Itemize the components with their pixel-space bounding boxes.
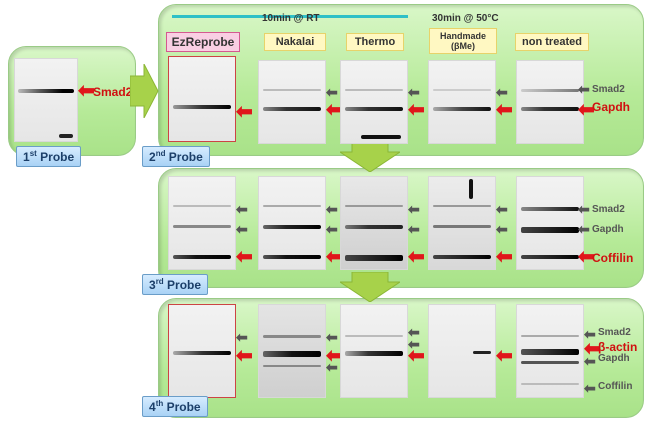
arrow-p4-hm: ⬅ <box>496 345 513 367</box>
label-bactin-probe4: β-actin <box>598 340 638 354</box>
reagent-handmade: Handmade (βMe) <box>429 28 497 54</box>
arrow-to-probe4 <box>340 272 400 302</box>
arrow-p4-nak: ⬅ <box>326 345 343 367</box>
arrow-p4-nt-smad: ⬅ <box>584 326 596 342</box>
probe-label-1: 1st Probe <box>16 146 82 167</box>
blot-probe3-handmade <box>428 176 496 270</box>
arrow-p4-ez-smad: ⬅ <box>236 329 248 345</box>
arrow-p3-nt-smad: ⬅ <box>578 201 590 217</box>
arrow-p3-th-gapdh: ⬅ <box>408 221 420 237</box>
arrow-p2-ez: ⬅ <box>236 101 253 123</box>
arrow-p2-th: ⬅ <box>408 99 425 121</box>
arrow-p4-th-2: ⬅ <box>408 336 420 352</box>
label-gapdh-probe2: Gapdh <box>592 100 630 114</box>
arrow-p3-th-smad: ⬅ <box>408 201 420 217</box>
arrow-p2-nt-smad: ⬅ <box>578 81 590 97</box>
probe-label-3: 3rd Probe <box>142 274 209 295</box>
arrow-p2-nak-smad: ⬅ <box>326 84 338 100</box>
blot-probe4-nontreated <box>516 304 584 398</box>
arrow-p3-nt-gapdh: ⬅ <box>578 221 590 237</box>
probe-label-2: 2nd Probe <box>142 146 210 167</box>
arrow-p3-hm-gapdh: ⬅ <box>496 221 508 237</box>
arrow-to-probe2 <box>130 64 159 118</box>
probe-label-4: 4th Probe <box>142 396 208 417</box>
label-coffilin-probe4: Coffilin <box>598 381 633 392</box>
arrow-p2-hm-smad: ⬅ <box>496 84 508 100</box>
blot-probe4-handmade <box>428 304 496 398</box>
label-smad2-probe2: Smad2 <box>592 84 625 95</box>
blot-probe4-nakalai <box>258 304 326 398</box>
blot-probe2-nakalai <box>258 60 326 144</box>
arrow-p4-th: ⬅ <box>408 345 425 367</box>
hot-condition-label: 30min @ 50°C <box>432 13 499 24</box>
rt-condition-label: 10min @ RT <box>262 13 320 24</box>
arrow-p4-nt: ⬅ <box>584 338 601 360</box>
arrow-p3-th: ⬅ <box>408 246 425 268</box>
reagent-ezreprobe: EzReprobe <box>166 32 240 52</box>
arrow-p4-nak-smad: ⬅ <box>326 329 338 345</box>
arrow-p2-th-smad: ⬅ <box>408 84 420 100</box>
blot-probe4-thermo <box>340 304 408 398</box>
blot-probe3-thermo <box>340 176 408 270</box>
arrow-p2-hm: ⬅ <box>496 99 513 121</box>
rt-condition-bar <box>172 15 408 18</box>
blot-probe3-nakalai <box>258 176 326 270</box>
blot-probe4-ezreprobe <box>168 304 236 398</box>
blot-probe2-handmade <box>428 60 496 144</box>
label-coffilin-probe3: Coffilin <box>592 251 634 265</box>
arrow-p4-ez: ⬅ <box>236 345 253 367</box>
arrow-p3-ez: ⬅ <box>236 246 253 268</box>
blot-probe2-ezreprobe <box>168 56 236 142</box>
arrow-p2-nt: ⬅ <box>578 99 595 121</box>
arrow-p4-nt-gapdh: ⬅ <box>584 353 596 369</box>
blot-probe2-thermo <box>340 60 408 144</box>
arrow-p4-nak-gapdh: ⬅ <box>326 359 338 375</box>
blot-probe3-ezreprobe <box>168 176 236 270</box>
label-smad2-probe3: Smad2 <box>592 204 625 215</box>
arrow-p3-ez-gapdh: ⬅ <box>236 221 248 237</box>
arrow-p3-nak: ⬅ <box>326 246 343 268</box>
reagent-thermo: Thermo <box>346 33 404 51</box>
blot-probe2-nontreated <box>516 60 584 144</box>
arrow-target-probe1: ⬅ <box>78 80 95 102</box>
arrow-p3-nak-smad: ⬅ <box>326 201 338 217</box>
arrow-p4-th-smad: ⬅ <box>408 324 420 340</box>
blot-probe1 <box>14 58 78 142</box>
arrow-p3-hm: ⬅ <box>496 246 513 268</box>
label-smad2-probe4: Smad2 <box>598 327 631 338</box>
arrow-p3-ez-smad: ⬅ <box>236 201 248 217</box>
arrow-p4-nt-coffilin: ⬅ <box>584 380 596 396</box>
arrow-p3-nak-gapdh: ⬅ <box>326 221 338 237</box>
label-gapdh-probe3: Gapdh <box>592 224 624 235</box>
reagent-nakalai: Nakalai <box>264 33 326 51</box>
arrow-p3-nt: ⬅ <box>578 246 595 268</box>
arrow-p2-nak: ⬅ <box>326 99 343 121</box>
label-smad2-probe1: Smad2 <box>93 85 133 99</box>
arrow-p3-hm-smad: ⬅ <box>496 201 508 217</box>
reagent-non-treated: non treated <box>515 33 589 51</box>
blot-probe3-nontreated <box>516 176 584 270</box>
label-gapdh-probe4: Gapdh <box>598 353 630 364</box>
arrow-to-probe3 <box>340 142 400 172</box>
